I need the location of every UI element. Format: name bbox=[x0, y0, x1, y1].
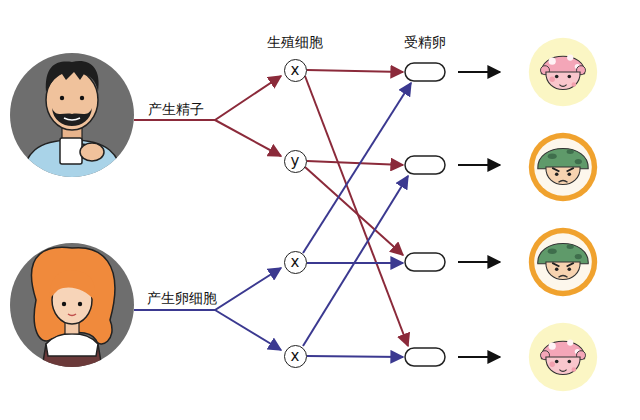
sperm-branch bbox=[134, 76, 281, 120]
caption-label: 受精卵 bbox=[404, 34, 446, 51]
gamete-circle: y bbox=[284, 150, 307, 173]
father-portrait bbox=[20, 61, 126, 190]
chromosome-letter: x bbox=[291, 63, 300, 78]
father-portrait bbox=[64, 118, 80, 120]
sperm-branch bbox=[307, 70, 403, 72]
child-figure bbox=[529, 38, 597, 106]
sperm-branch bbox=[134, 70, 408, 346]
zygote-oval bbox=[405, 63, 445, 366]
mother-portrait bbox=[50, 270, 95, 300]
mother-portrait bbox=[68, 314, 76, 316]
father-portrait bbox=[60, 138, 82, 164]
father-portrait bbox=[10, 53, 134, 190]
egg-branch bbox=[134, 83, 411, 357]
result-arrow bbox=[458, 71, 500, 73]
egg-branch bbox=[303, 83, 411, 253]
mother-portrait bbox=[10, 243, 134, 367]
sperm-branch bbox=[215, 120, 281, 156]
result-arrow bbox=[458, 261, 500, 263]
gamete-circle: x bbox=[284, 59, 307, 82]
result-arrow bbox=[458, 164, 500, 166]
mother-portrait bbox=[31, 247, 114, 380]
egg-branch bbox=[134, 268, 281, 310]
child-figure bbox=[529, 323, 597, 391]
caption-label: 产生精子 bbox=[148, 101, 204, 118]
caption-label: 生殖细胞 bbox=[267, 34, 323, 51]
child-figure bbox=[529, 133, 597, 201]
father-portrait bbox=[60, 96, 64, 100]
father-portrait bbox=[46, 61, 99, 92]
zygote-oval bbox=[405, 253, 445, 271]
sperm-branch bbox=[305, 76, 408, 346]
egg-branch bbox=[303, 176, 408, 346]
egg-branch bbox=[307, 356, 403, 357]
gamete-circle: x bbox=[284, 345, 307, 368]
father-portrait bbox=[80, 143, 104, 161]
sperm-branch bbox=[307, 161, 403, 165]
mother-portrait bbox=[78, 302, 82, 306]
result-arrow bbox=[458, 356, 500, 358]
father-portrait bbox=[52, 108, 92, 126]
zygote-oval bbox=[405, 156, 445, 174]
father-portrait bbox=[80, 96, 84, 100]
mother-portrait bbox=[31, 247, 114, 344]
child-figure bbox=[529, 38, 597, 391]
mother-portrait bbox=[62, 302, 66, 306]
result-arrow bbox=[458, 72, 500, 357]
mother-portrait bbox=[46, 334, 98, 357]
chromosome-letter: y bbox=[291, 154, 300, 169]
zygote-oval bbox=[405, 63, 445, 81]
egg-branch bbox=[215, 310, 281, 350]
caption-label: 产生卵细胞 bbox=[147, 290, 217, 307]
sperm-branch bbox=[305, 167, 403, 255]
mother-portrait bbox=[10, 243, 134, 380]
chromosome-letter: x bbox=[291, 349, 300, 364]
chromosome-letter: x bbox=[291, 255, 300, 270]
child-figure bbox=[529, 228, 597, 296]
gamete-circle: x bbox=[284, 251, 307, 274]
zygote-oval bbox=[405, 348, 445, 366]
